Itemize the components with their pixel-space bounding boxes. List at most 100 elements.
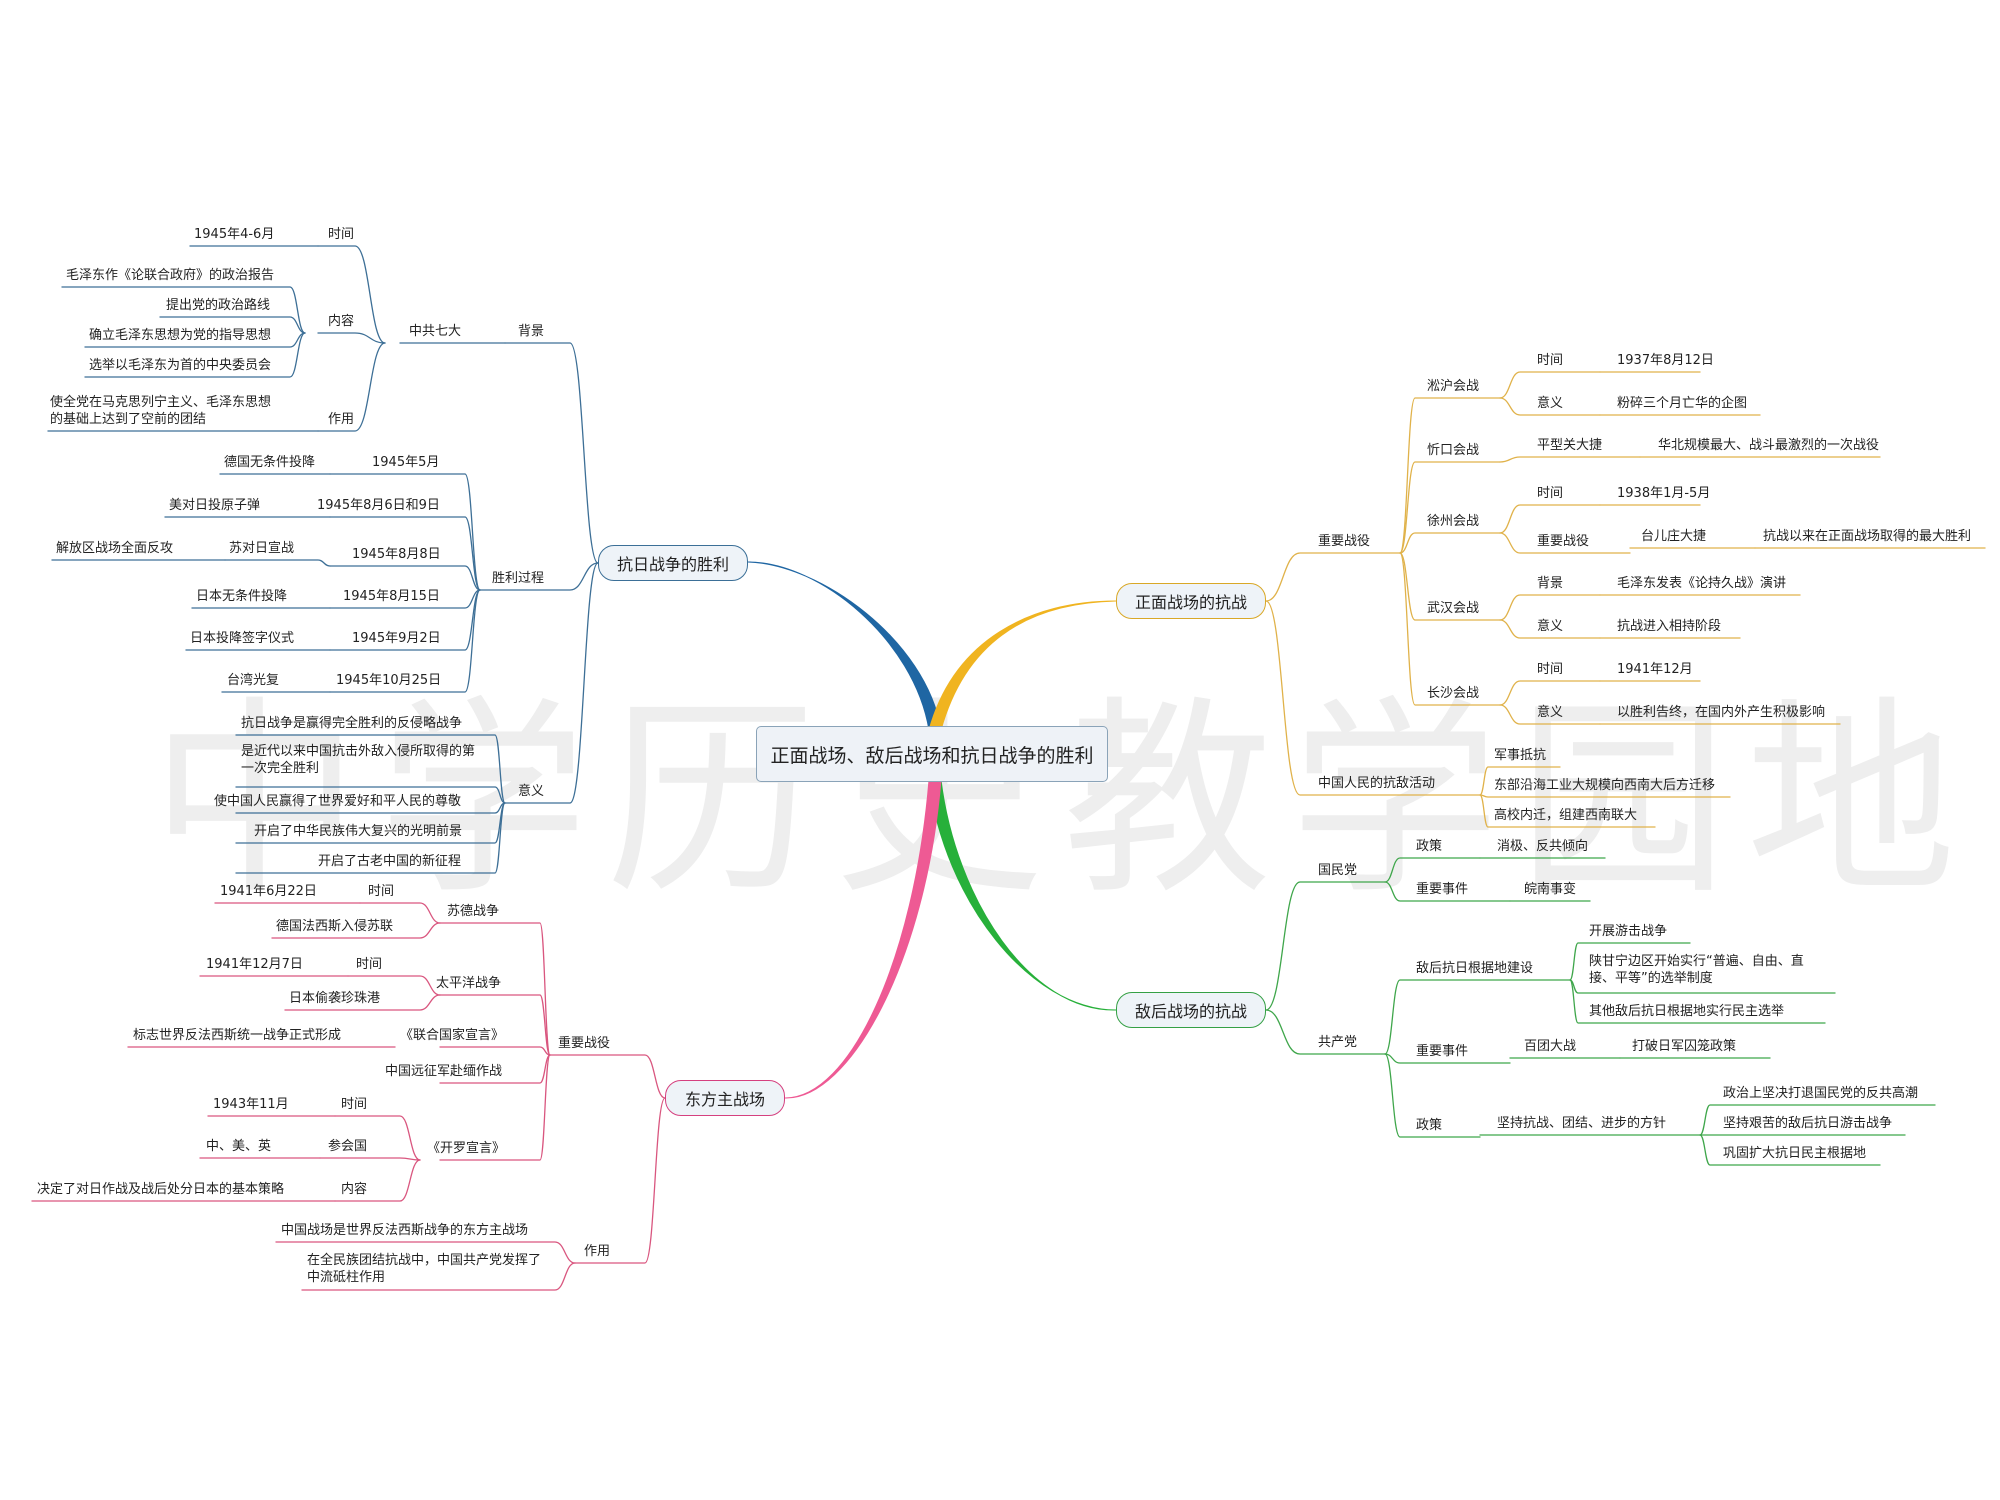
- eastern-role[interactable]: 作用: [584, 1244, 611, 1259]
- connector-75: [1499, 594, 1601, 621]
- role-item-2: 在全民族团结抗战中，中国共产党发挥了中流砥柱作用: [307, 1253, 542, 1285]
- cpc-event-sub: 百团大战: [1524, 1039, 1577, 1054]
- connector-12: [61, 286, 306, 334]
- changsha-time: 时间: [1537, 662, 1564, 677]
- cairo-time: 时间: [341, 1097, 368, 1112]
- wuhan-bg: 背景: [1537, 576, 1564, 591]
- branch-frontal[interactable]: 正面战场的抗战: [1116, 583, 1266, 619]
- kmt-policy-value: 消极、反共倾向: [1497, 839, 1589, 854]
- content-item-3: 确立毛泽东思想为党的指导思想: [89, 328, 272, 343]
- connector-49: [334, 1115, 421, 1161]
- victory-process[interactable]: 胜利过程: [492, 571, 545, 586]
- cpc[interactable]: 共产党: [1318, 1035, 1358, 1050]
- eastern-battles[interactable]: 重要战役: [558, 1036, 611, 1051]
- victory-background[interactable]: 背景: [518, 324, 545, 339]
- connector-95: [1569, 942, 1691, 981]
- connector-18: [329, 516, 481, 591]
- content-item-4: 选举以毛泽东为首的中央委员会: [89, 358, 272, 373]
- process-date-4: 1945年8月15日: [343, 589, 440, 604]
- connector-37: [439, 922, 551, 1056]
- kmt[interactable]: 国民党: [1318, 863, 1358, 878]
- victory-congress[interactable]: 中共七大: [409, 324, 462, 339]
- sov-date: 1941年6月22日: [220, 884, 317, 899]
- connector-35: [549, 1054, 666, 1099]
- kmt-event-value: 皖南事变: [1524, 882, 1577, 897]
- connector-1: [928, 600, 1117, 731]
- xinkou-sub: 平型关大捷: [1537, 438, 1603, 453]
- songhu-time-value: 1937年8月12日: [1617, 353, 1714, 368]
- congress-effect-value: 使全党在马克思列宁主义、毛泽东思想的基础上达到了空前的团结: [50, 395, 272, 427]
- cairo-declaration[interactable]: 《开罗宣言》: [427, 1141, 506, 1156]
- xuzhou-key-value: 台儿庄大捷: [1641, 529, 1707, 544]
- connector-61: [1399, 532, 1501, 554]
- cpc-event: 重要事件: [1416, 1044, 1469, 1059]
- connector-55: [275, 1241, 576, 1264]
- connector-51: [334, 1159, 421, 1202]
- congress-time[interactable]: 时间: [328, 227, 355, 242]
- base-building[interactable]: 敌后抗日根据地建设: [1416, 961, 1534, 976]
- connector-34: [235, 802, 506, 874]
- victory-meaning[interactable]: 意义: [518, 784, 545, 799]
- frontal-battles[interactable]: 重要战役: [1318, 534, 1371, 549]
- connector-17: [329, 473, 481, 591]
- songhu[interactable]: 淞沪会战: [1427, 379, 1480, 394]
- meaning-item-2: 是近代以来中国抗击外敌入侵所取得的第一次完全胜利: [241, 744, 476, 776]
- sov-war[interactable]: 苏德战争: [447, 904, 500, 919]
- branch-rear[interactable]: 敌后战场的抗战: [1116, 992, 1266, 1028]
- connector-58: [1265, 600, 1481, 796]
- cpc-event-value: 打破日军囚笼政策: [1632, 1039, 1737, 1054]
- congress-effect[interactable]: 作用: [328, 412, 355, 427]
- people-item-1: 军事抵抗: [1494, 748, 1547, 763]
- connector-63: [1399, 552, 1501, 706]
- people-item-3: 高校内迁，组建西南联大: [1494, 808, 1638, 823]
- xuzhou-key-value-2: 抗战以来在正面战场取得的最大胜利: [1763, 529, 1972, 544]
- connector-57: [1265, 552, 1401, 602]
- process-event-3: 苏对日宣战: [229, 541, 295, 556]
- branch-victory[interactable]: 抗日战争的胜利: [598, 545, 748, 581]
- xinkou[interactable]: 忻口会战: [1427, 443, 1480, 458]
- connector-0: [747, 561, 942, 731]
- songhu-meaning-value: 粉碎三个月亡华的企图: [1617, 396, 1748, 411]
- content-item-2: 提出党的政治路线: [166, 298, 271, 313]
- people-activity[interactable]: 中国人民的抗敌活动: [1318, 776, 1436, 791]
- people-item-2: 东部沿海工业大规模向西南大后方迁移: [1494, 778, 1716, 793]
- expedition[interactable]: 中国远征军赴缅作战: [385, 1064, 503, 1079]
- cpc-policy-item-2: 坚持艰苦的敌后抗日游击战争: [1723, 1116, 1893, 1131]
- wuhan-meaning-value: 抗战进入相持阶段: [1617, 619, 1722, 634]
- connector-36: [574, 1097, 666, 1264]
- changsha-meaning-value: 以胜利告终，在国内外产生积极影响: [1617, 705, 1826, 720]
- process-date-3: 1945年8月8日: [352, 547, 441, 562]
- xuzhou-key: 重要战役: [1537, 534, 1590, 549]
- congress-content[interactable]: 内容: [328, 314, 355, 329]
- connector-38: [439, 994, 551, 1056]
- process-date-6: 1945年10月25日: [336, 673, 442, 688]
- connector-62: [1399, 552, 1501, 621]
- un-value: 标志世界反法西斯统一战争正式形成: [133, 1028, 342, 1043]
- process-event-5: 日本投降签字仪式: [190, 631, 295, 646]
- xuzhou[interactable]: 徐州会战: [1427, 514, 1480, 529]
- changsha[interactable]: 长沙会战: [1427, 686, 1480, 701]
- cairo-content: 内容: [341, 1182, 368, 1197]
- root-node[interactable]: 正面战场、敌后战场和抗日战争的胜利: [756, 726, 1108, 782]
- connector-5: [479, 562, 599, 591]
- connector-86: [1265, 881, 1386, 1011]
- wuhan[interactable]: 武汉会战: [1427, 601, 1480, 616]
- connector-92: [1384, 979, 1571, 1055]
- wuhan-bg-value: 毛泽东发表《论持久战》演讲: [1617, 576, 1787, 591]
- connector-8: [317, 245, 386, 344]
- pac-war[interactable]: 太平洋战争: [436, 976, 502, 991]
- connector-70: [1499, 504, 1601, 534]
- cpc-policy-item-1: 政治上坚决打退国民党的反共高潮: [1723, 1086, 1919, 1101]
- cairo-party-value: 中、美、英: [206, 1139, 272, 1154]
- role-item-1: 中国战场是世界反法西斯战争的东方主战场: [281, 1223, 529, 1238]
- process-date-5: 1945年9月2日: [352, 631, 441, 646]
- pac-date: 1941年12月7日: [206, 957, 303, 972]
- songhu-time: 时间: [1537, 353, 1564, 368]
- un-declaration[interactable]: 《联合国家宣言》: [400, 1028, 505, 1043]
- connector-79: [1499, 680, 1601, 706]
- connector-88: [1384, 857, 1481, 883]
- branch-eastern[interactable]: 东方主战场: [665, 1080, 785, 1116]
- connector-40: [439, 1054, 551, 1084]
- connector-31: [235, 786, 506, 804]
